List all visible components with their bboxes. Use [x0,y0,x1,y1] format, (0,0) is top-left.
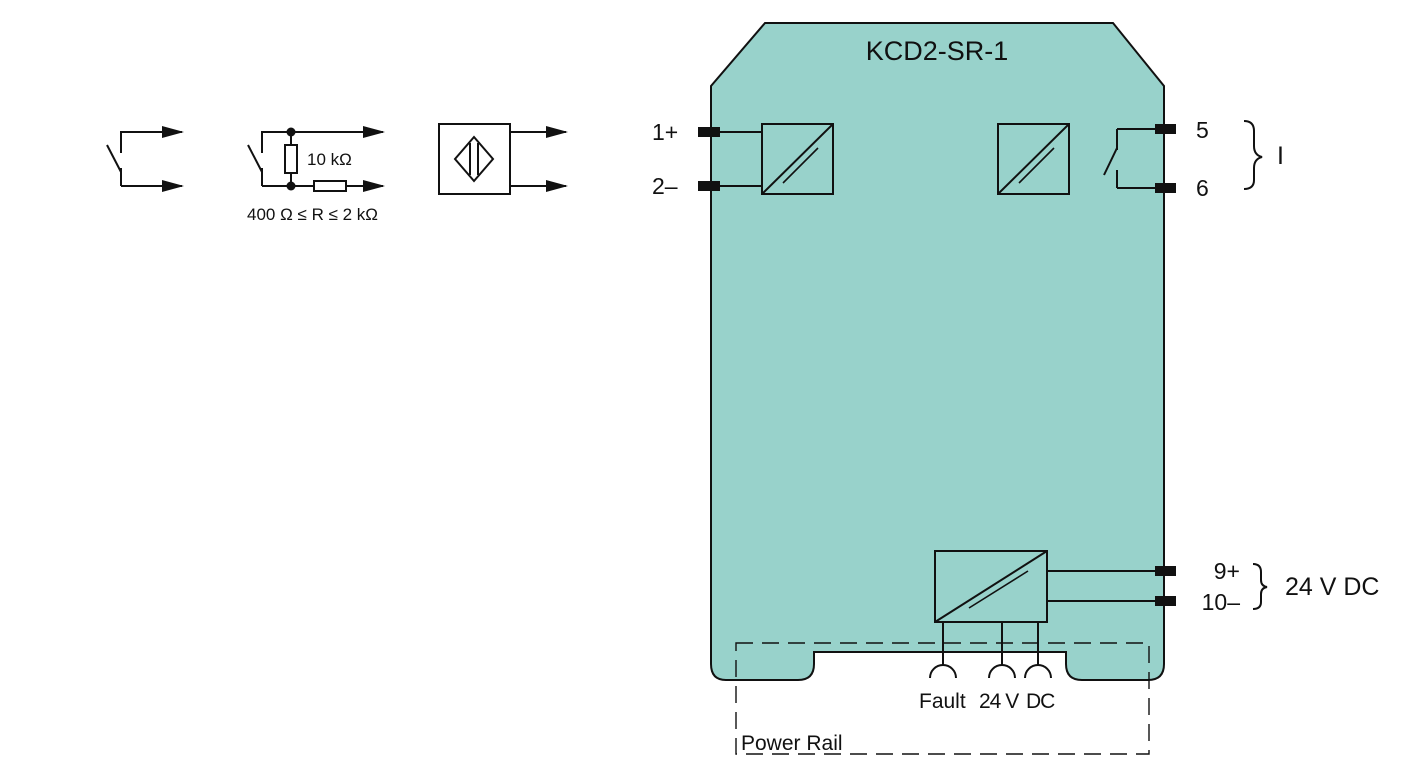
supply-group-label: 24 V DC [1285,573,1379,601]
terminal-5-label: 5 [1196,117,1209,143]
switch-contact-icon [106,126,184,192]
output-isolator-block [997,123,1070,195]
terminal-2 [698,181,720,191]
resistor-parallel-label: 10 kΩ [307,150,352,169]
output-group-label: I [1277,142,1284,170]
power-rail-fault-label: Fault [919,690,966,713]
terminal-5 [1155,124,1176,134]
output-brace-icon [1243,120,1263,190]
device-housing [710,22,1165,681]
terminal-2-label: 2– [652,173,678,199]
terminal-1-label: 1+ [652,119,678,145]
terminal-10-label: 10– [1202,589,1241,615]
namur-sensor-icon [438,123,568,195]
24v-connector-icon [988,664,1016,679]
resistor-series-label: 400 Ω ≤ R ≤ 2 kΩ [247,205,378,224]
power-supply-block [934,550,1160,623]
terminal-9-label: 9+ [1214,558,1240,584]
terminal-1 [698,127,720,137]
terminal-10 [1155,596,1176,606]
power-rail-boundary [735,642,1150,755]
switch-with-resistors-icon [247,126,385,192]
terminal-6 [1155,183,1176,193]
power-rail-dc-label: DC [1026,690,1055,713]
terminal-6-label: 6 [1196,175,1209,201]
fault-connector-icon [929,664,957,679]
terminal-9 [1155,566,1176,576]
power-rail-label: Power Rail [741,732,843,755]
power-rail-connectors [929,622,1052,679]
resistor-parallel [284,132,298,186]
dc-connector-icon [1024,664,1052,679]
power-rail-24v-label: 24 V [979,690,1019,713]
relay-contact-icon [1103,128,1160,189]
resistor-series [313,180,347,192]
device-title: KCD2-SR-1 [866,36,1009,66]
supply-brace-icon [1252,563,1268,610]
